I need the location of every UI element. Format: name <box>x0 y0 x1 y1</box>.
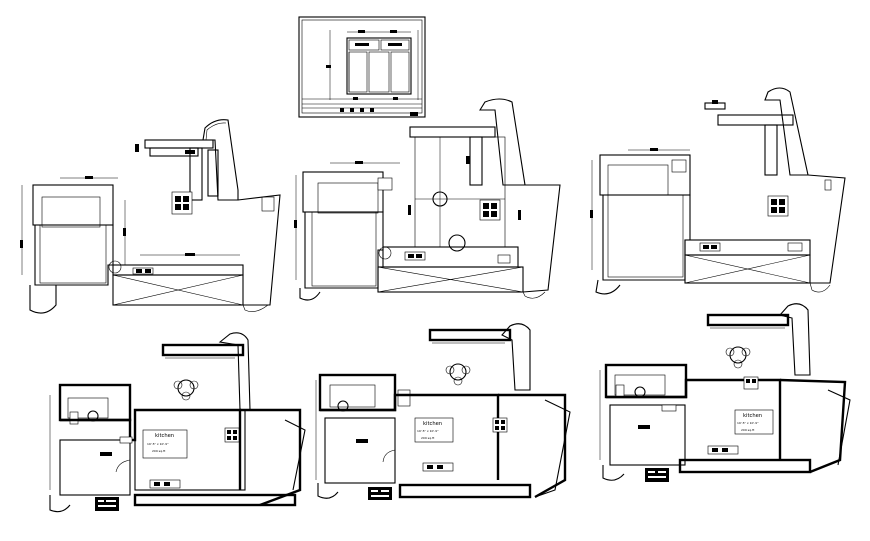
kitchen-area: 209 sq.ft <box>152 449 166 453</box>
kitchen-size: 19'.5" x 10'.9" <box>147 442 169 446</box>
floor-plan-2 <box>294 98 561 301</box>
floor-plan-5: kitchen 19'.5" x 10'.9" 209 sq.ft <box>315 323 571 500</box>
cabinet-elevation-detail <box>298 16 426 118</box>
kitchen-label: kitchen <box>155 433 174 439</box>
kitchen-area-2: 209 sq.ft <box>421 436 435 440</box>
kitchen-label-3: kitchen <box>743 413 762 419</box>
floor-plan-4: kitchen 19'.5" x 10'.9" 209 sq.ft <box>49 332 306 513</box>
floor-plan-6: kitchen 19'.5" x 10'.9" 209 sq.ft <box>599 303 851 482</box>
kitchen-size-3: 19'.5" x 10'.9" <box>737 421 759 425</box>
kitchen-area-3: 209 sq.ft <box>741 428 755 432</box>
floor-plan-1 <box>20 119 281 314</box>
kitchen-label-2: kitchen <box>423 421 442 427</box>
kitchen-size-2: 19'.5" x 10'.9" <box>417 429 439 433</box>
floor-plan-3 <box>590 87 846 295</box>
